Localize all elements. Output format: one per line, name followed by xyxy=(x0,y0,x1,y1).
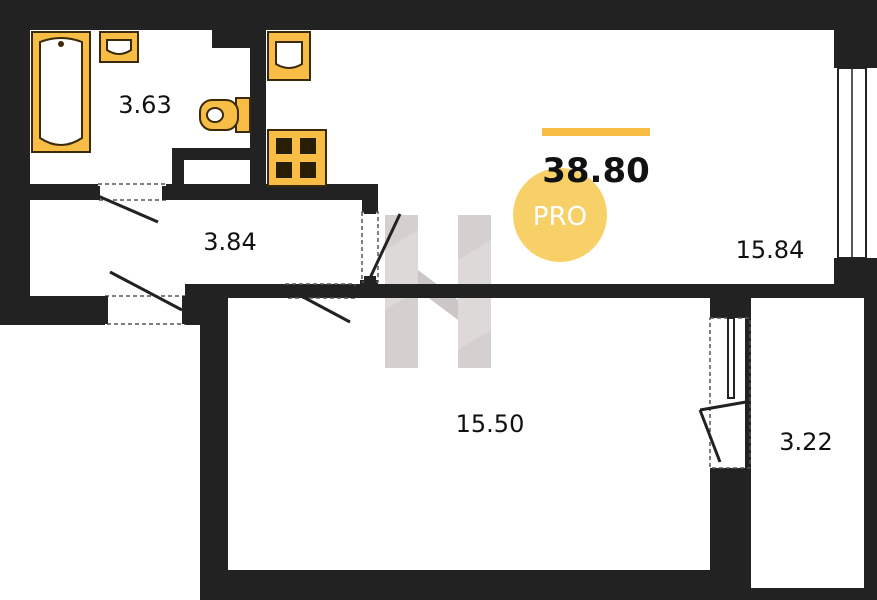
door-bathroom[interactable] xyxy=(94,183,168,224)
pro-badge-text: PRO xyxy=(533,202,587,232)
area-bathroom: 3.63 xyxy=(118,91,171,119)
area-bedroom: 15.50 xyxy=(456,410,525,438)
total-area-bar xyxy=(542,128,650,136)
door-entrance[interactable] xyxy=(100,270,190,325)
pro-badge: PRO xyxy=(513,168,607,262)
window-kitchen xyxy=(837,67,867,259)
area-balcony: 3.22 xyxy=(779,428,832,456)
stove-icon xyxy=(267,129,327,187)
kitchen-sink-icon xyxy=(267,31,311,81)
area-hallway: 3.84 xyxy=(203,228,256,256)
bathroom-sink-icon xyxy=(99,31,139,63)
door-kitchen[interactable] xyxy=(361,206,402,284)
area-kitchen-living: 15.84 xyxy=(736,236,805,264)
door-balcony[interactable] xyxy=(698,317,751,469)
total-area: 38.80 xyxy=(542,151,650,191)
door-bedroom[interactable] xyxy=(282,283,358,324)
bathtub-icon xyxy=(31,31,91,153)
toilet-icon xyxy=(199,97,251,133)
